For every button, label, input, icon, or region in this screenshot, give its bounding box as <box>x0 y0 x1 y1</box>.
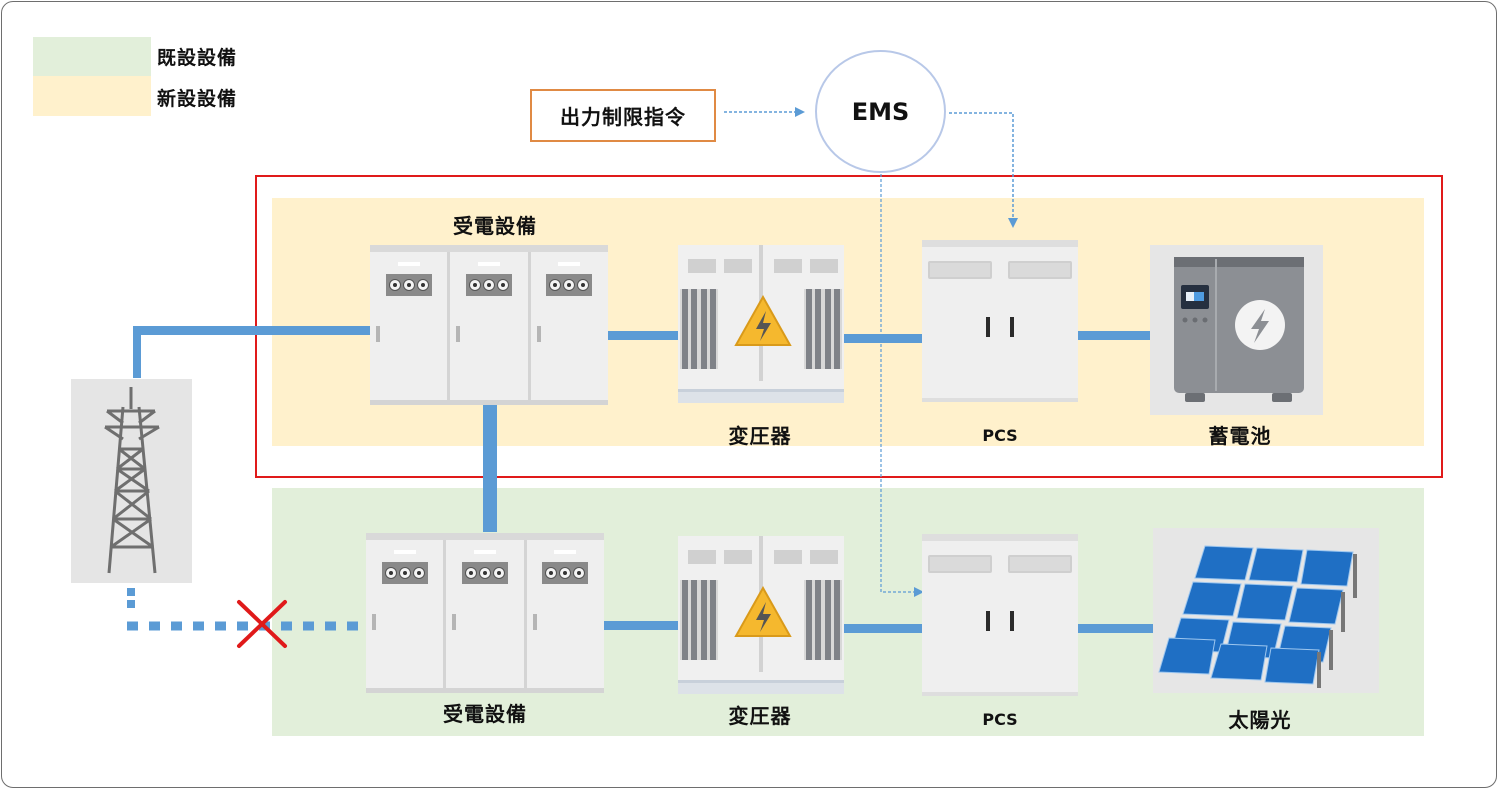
legend-label-new: 新設設備 <box>157 88 238 110</box>
switchgear-panel <box>527 540 604 688</box>
switchgear-panel <box>531 252 608 400</box>
switchgear-panel <box>366 540 447 688</box>
legend-swatch-new <box>33 76 151 116</box>
signal-ems-to-existing-pcs <box>880 174 924 597</box>
new-pcs <box>922 240 1078 402</box>
new-switchgear <box>370 245 608 405</box>
power-line-switchgear-tie <box>483 400 497 532</box>
power-line-old-switchgear-to-transformer <box>596 621 680 630</box>
transmission-tower-icon <box>104 387 160 574</box>
legend-label-existing: 既設設備 <box>157 47 238 69</box>
existing-switchgear-label: 受電設備 <box>443 702 527 726</box>
disconnect-x-icon <box>237 600 287 648</box>
grid-tower <box>71 379 192 583</box>
high-voltage-warning-icon <box>734 586 792 637</box>
meter-icon <box>465 274 512 296</box>
power-line-new-transformer-to-pcs <box>844 334 926 343</box>
battery-storage-icon <box>1174 257 1304 402</box>
meter-icon <box>542 562 589 584</box>
meter-icon <box>461 562 508 584</box>
switchgear-panel <box>370 252 451 400</box>
battery-label: 蓄電池 <box>1208 424 1272 448</box>
signal-ems-to-new-pcs <box>949 112 1018 228</box>
power-line-old-transformer-to-pcs <box>844 624 926 633</box>
meter-icon <box>381 562 428 584</box>
power-line-new-pcs-to-battery <box>1072 331 1154 340</box>
existing-switchgear <box>366 533 604 693</box>
power-line-tower-to-new-switchgear <box>133 326 373 335</box>
switchgear-panel <box>450 252 531 400</box>
switchgear-panel <box>446 540 527 688</box>
ems-node: EMS <box>815 50 946 173</box>
new-switchgear-label: 受電設備 <box>453 214 537 238</box>
existing-transformer <box>678 536 844 694</box>
legend-swatch-existing <box>33 37 151 77</box>
solar-panel-icon <box>1158 545 1357 688</box>
output-limit-command-box: 出力制限指令 <box>530 89 716 142</box>
solar-label: 太陽光 <box>1228 708 1292 732</box>
new-pcs-label: PCS <box>982 426 1018 445</box>
battery <box>1150 245 1323 415</box>
high-voltage-warning-icon <box>734 295 792 346</box>
meter-icon <box>546 274 593 296</box>
power-line-tower-up <box>133 326 141 378</box>
existing-pcs <box>922 534 1078 696</box>
solar-array <box>1153 528 1379 693</box>
power-line-old-pcs-to-solar <box>1072 624 1154 633</box>
power-line-new-switchgear-to-transformer <box>600 331 682 340</box>
existing-pcs-label: PCS <box>982 710 1018 729</box>
meter-icon <box>385 274 432 296</box>
new-transformer <box>678 245 844 403</box>
new-transformer-label: 変圧器 <box>728 424 792 448</box>
existing-transformer-label: 変圧器 <box>728 704 792 728</box>
